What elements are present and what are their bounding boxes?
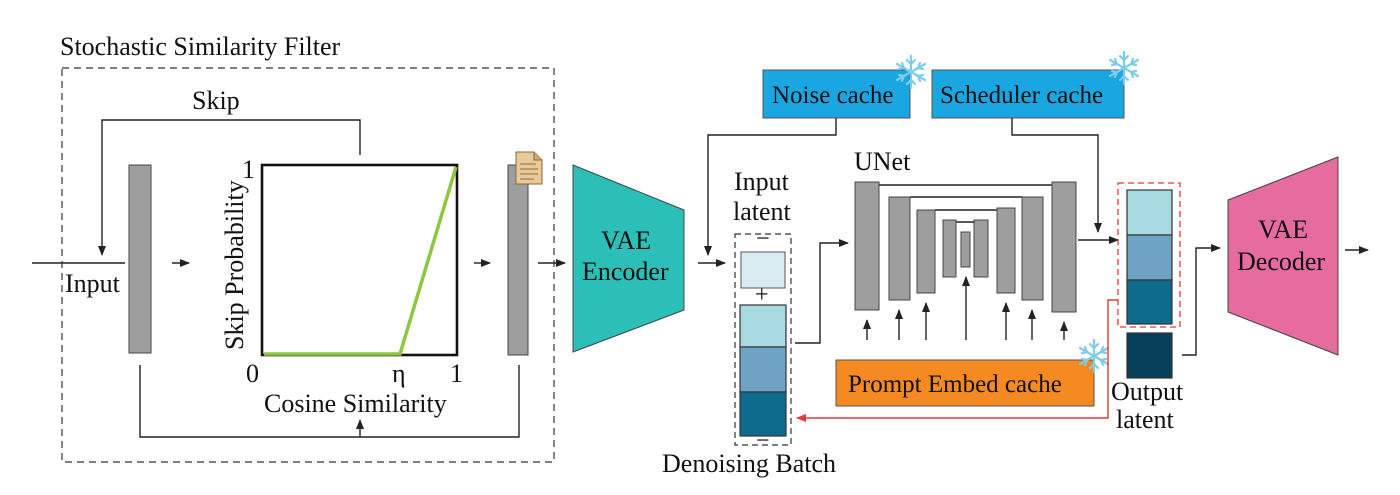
prompt-embed-cache-label: Prompt Embed cache [848, 371, 1062, 398]
filter-output-block [507, 164, 529, 356]
filter-boundary [61, 67, 555, 463]
document-icon [515, 151, 543, 185]
input-label: Input [65, 269, 121, 298]
probability-curve [264, 166, 458, 356]
unet-block [888, 196, 911, 301]
vae-encoder [572, 164, 685, 353]
batch-minus-bottom: − [756, 428, 770, 454]
filter-input-block [128, 164, 152, 354]
batch-latent-3 [739, 391, 787, 437]
batch-plus: + [755, 282, 769, 308]
plot-y-label: Skip Probability [220, 180, 249, 350]
output-latent-line1: Output [1111, 377, 1184, 406]
scheduler-cache [931, 69, 1125, 119]
skip-probability-plot: Skip Probability 1 0 η 1 Cosine Similari… [220, 155, 463, 418]
scheduler-cache-label: Scheduler cache [940, 82, 1103, 109]
unet-block [942, 219, 957, 278]
prompt-embed-arrows [863, 276, 1068, 340]
skip-label: Skip [192, 86, 240, 115]
plot-x-tick-eta: η [392, 359, 406, 388]
scheduler-to-output-path [1011, 118, 1102, 233]
unet-block [960, 231, 971, 268]
unet-block [1051, 181, 1077, 313]
unet-label: UNet [854, 147, 911, 176]
output-latent-2 [1126, 234, 1173, 281]
unet-block [996, 207, 1016, 294]
batch-latent-2 [739, 346, 787, 393]
vae-encoder-line2: Encoder [582, 257, 669, 286]
similarity-feedback-path [139, 365, 520, 438]
cache-to-input-path [704, 118, 837, 256]
vae-decoder-line2: Decoder [1237, 247, 1325, 276]
skip-path [98, 119, 361, 256]
unet [854, 181, 1077, 313]
output-latent-final [1126, 332, 1173, 379]
plot-frame [260, 163, 459, 357]
denoising-batch-label: Denoising Batch [662, 449, 836, 478]
input-latent-line2: latent [733, 197, 792, 226]
unet-block [854, 181, 880, 311]
vae-decoder [1227, 156, 1339, 356]
vae-encoder-line1: VAE [601, 226, 651, 255]
plot-y-tick-1: 1 [242, 155, 255, 184]
input-latent-block [740, 251, 786, 289]
output-batch-boundary [1117, 182, 1181, 328]
batch-to-unet-path [795, 239, 849, 344]
output-latent-1 [1126, 189, 1173, 236]
plot-x-tick-1: 1 [450, 359, 463, 388]
plot-x-label: Cosine Similarity [264, 389, 447, 418]
output-latent-line2: latent [1116, 405, 1175, 434]
batch-latent-1 [739, 304, 787, 348]
unet-block [916, 209, 936, 294]
plot-x-tick-0: 0 [246, 359, 259, 388]
noise-cache [762, 69, 911, 119]
prompt-embed-cache [835, 359, 1095, 407]
denoising-batch-boundary [734, 233, 792, 446]
vae-decoder-line1: VAE [1258, 215, 1308, 244]
batch-minus-top: − [756, 226, 770, 252]
batch-feedback-path [796, 299, 1118, 422]
unet-block [1021, 196, 1044, 301]
output-to-decoder-path [1182, 244, 1221, 356]
unet-block [973, 219, 989, 278]
noise-cache-label: Noise cache [772, 82, 893, 109]
filter-title: Stochastic Similarity Filter [60, 32, 341, 61]
input-latent-line1: Input [734, 167, 790, 196]
output-latent-3 [1126, 279, 1173, 325]
